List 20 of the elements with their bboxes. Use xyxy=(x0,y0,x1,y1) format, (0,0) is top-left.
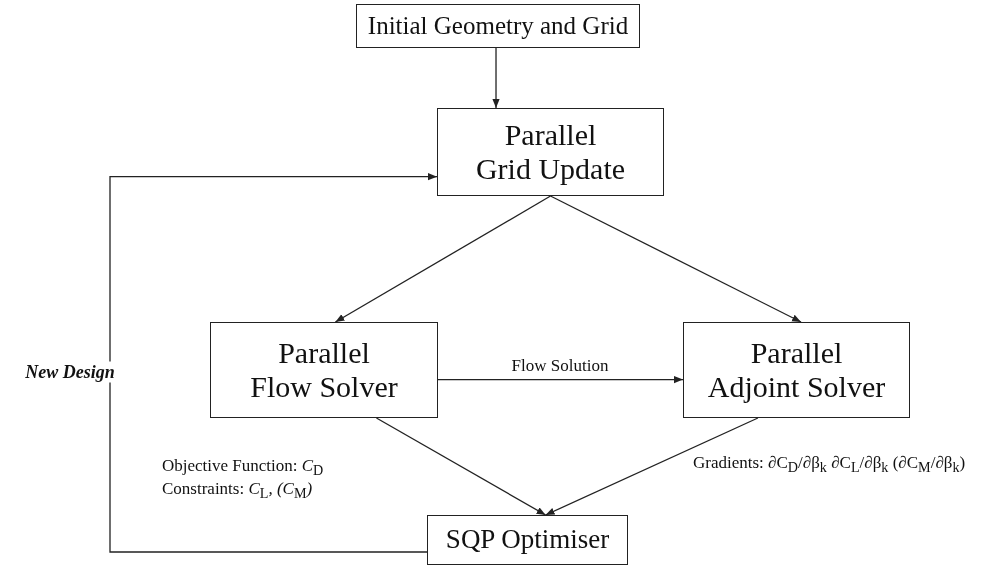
arrow xyxy=(334,195,552,323)
process-box xyxy=(683,322,910,418)
process-box xyxy=(437,108,664,196)
arrow xyxy=(375,417,547,516)
process-box xyxy=(210,322,438,418)
arrow xyxy=(549,195,802,323)
annotation-text: Gradients: ∂C$_{D}$/∂β$_{k}$ ∂C$_{L}$/∂β$_{k}$ (∂C$_{M}$/∂β$_{k}$) xyxy=(693,452,966,477)
arrow xyxy=(109,173,438,553)
box-label: Parallel Grid Update xyxy=(474,117,627,187)
box-label: Parallel Flow Solver xyxy=(249,335,399,405)
process-box xyxy=(356,4,640,48)
annotation-text: Objective Function: C$_{D}$ xyxy=(162,455,324,480)
annotation-text: Constraints: C$_{L}$, (C$_{M}$) xyxy=(162,478,313,503)
box-label: Initial Geometry and Grid xyxy=(367,11,629,41)
box-label: SQP Optimiser xyxy=(445,524,610,556)
arrow xyxy=(544,417,759,516)
arrow xyxy=(437,376,684,384)
arrow xyxy=(492,47,500,109)
box-label: Parallel Adjoint Solver xyxy=(706,335,887,405)
process-box xyxy=(427,515,628,565)
